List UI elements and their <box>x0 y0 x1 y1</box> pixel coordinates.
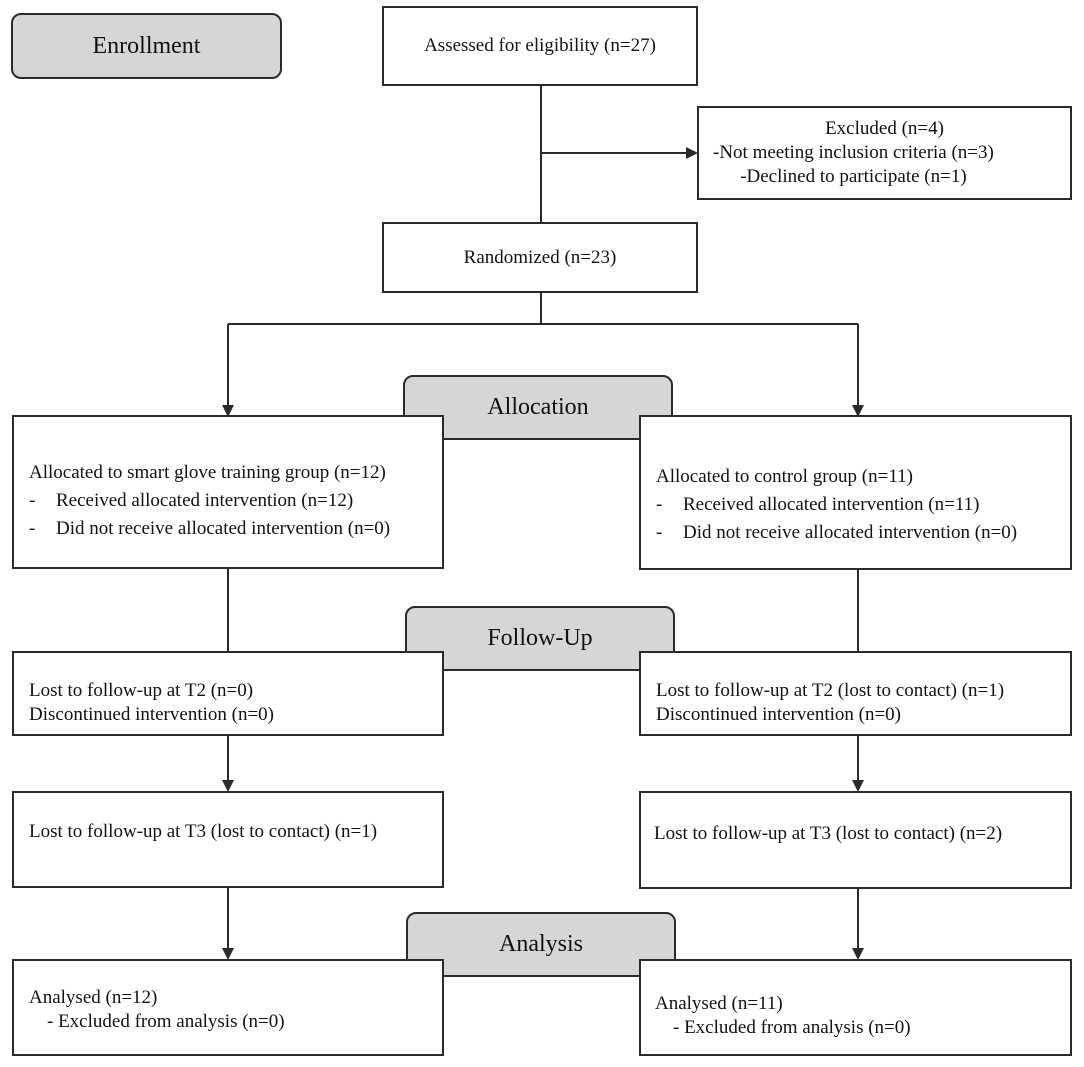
stage-follow-up: Follow-Up <box>405 606 675 671</box>
right-not-received-text: Did not receive allocated intervention (… <box>683 522 1018 543</box>
left-t2-discontinued-text: Discontinued intervention (n=0) <box>29 704 274 725</box>
right-t2-discontinued-text: Discontinued intervention (n=0) <box>656 704 901 725</box>
stage-analysis: Analysis <box>406 912 676 977</box>
left-t2-lost-text: Lost to follow-up at T2 (n=0) <box>29 680 254 701</box>
stage-follow-up-label: Follow-Up <box>487 625 593 651</box>
left-not-received-text: Did not receive allocated intervention (… <box>56 518 391 539</box>
stage-allocation-label: Allocation <box>487 394 589 420</box>
assessed-box: Assessed for eligibility (n=27) <box>382 6 698 86</box>
right-t3-lost-text: Lost to follow-up at T3 (lost to contact… <box>654 823 1003 844</box>
excluded-item: -Not meeting inclusion criteria (n=3) <box>713 142 994 163</box>
right-allocation-box: Allocated to control group (n=11) - Rece… <box>639 415 1072 570</box>
assessed-text: Assessed for eligibility (n=27) <box>424 35 656 56</box>
right-followup-t3-box: Lost to follow-up at T3 (lost to contact… <box>639 791 1072 889</box>
list-item: - Did not receive allocated intervention… <box>29 518 391 539</box>
right-analysed-text: Analysed (n=11) <box>655 993 783 1014</box>
left-followup-t2-box: Lost to follow-up at T2 (n=0) Discontinu… <box>12 651 444 736</box>
left-analysis-box: Analysed (n=12) - Excluded from analysis… <box>12 959 444 1056</box>
left-received-text: Received allocated intervention (n=12) <box>56 490 354 511</box>
left-allocation-box: Allocated to smart glove training group … <box>12 415 444 569</box>
right-analysis-box: Analysed (n=11) - Excluded from analysis… <box>639 959 1072 1056</box>
left-excluded-analysis-text: - Excluded from analysis (n=0) <box>47 1011 285 1032</box>
list-item: - Received allocated intervention (n=12) <box>29 490 354 511</box>
left-allocated-text: Allocated to smart glove training group … <box>29 462 386 483</box>
randomized-box: Randomized (n=23) <box>382 222 698 293</box>
right-allocated-text: Allocated to control group (n=11) <box>656 466 913 487</box>
stage-enrollment-label: Enrollment <box>92 32 201 59</box>
right-t2-lost-text: Lost to follow-up at T2 (lost to contact… <box>656 680 1005 701</box>
excluded-title: Excluded (n=4) <box>825 118 944 139</box>
excluded-box: Excluded (n=4) -Not meeting inclusion cr… <box>697 106 1072 200</box>
right-followup-t2-box: Lost to follow-up at T2 (lost to contact… <box>639 651 1072 736</box>
right-received-text: Received allocated intervention (n=11) <box>683 494 980 515</box>
excluded-item: -Declined to participate (n=1) <box>740 166 967 187</box>
right-excluded-analysis-text: - Excluded from analysis (n=0) <box>673 1017 911 1038</box>
stage-allocation: Allocation <box>403 375 673 440</box>
left-t3-lost-text: Lost to follow-up at T3 (lost to contact… <box>29 821 378 842</box>
stage-analysis-label: Analysis <box>499 931 583 957</box>
left-analysed-text: Analysed (n=12) <box>29 987 158 1008</box>
list-item: - Received allocated intervention (n=11) <box>656 494 980 515</box>
randomized-text: Randomized (n=23) <box>463 246 617 268</box>
stage-enrollment: Enrollment <box>11 13 282 79</box>
list-item: - Did not receive allocated intervention… <box>656 522 1018 543</box>
left-followup-t3-box: Lost to follow-up at T3 (lost to contact… <box>12 791 444 888</box>
